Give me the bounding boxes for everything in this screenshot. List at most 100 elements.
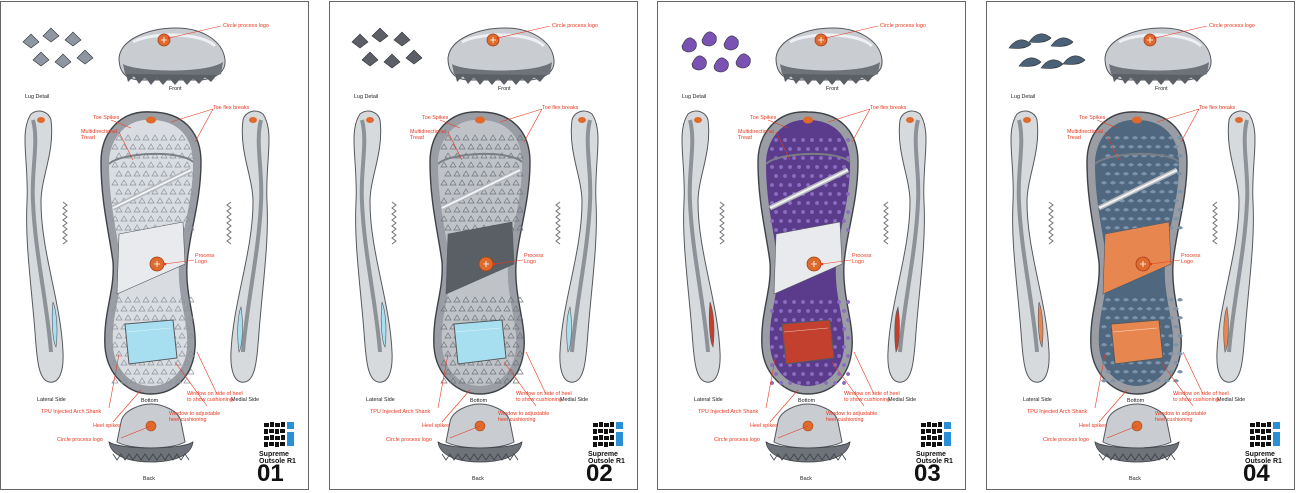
tread-lug <box>174 179 182 186</box>
lug-piece <box>405 49 423 65</box>
tread-lug <box>1150 208 1156 212</box>
tread-lug <box>1164 217 1170 221</box>
tread-lug <box>129 215 137 222</box>
tread-lug <box>133 314 141 321</box>
tread-lug <box>485 143 493 150</box>
callout-lines <box>765 25 879 439</box>
tread-lug <box>770 165 775 169</box>
tread-lug <box>1101 145 1107 149</box>
tread-lug <box>471 296 479 303</box>
tread-lug <box>1101 163 1107 167</box>
tread-lug <box>1110 217 1116 221</box>
tread-lug <box>774 228 779 232</box>
tread-lug <box>1123 298 1129 302</box>
lateral-side-label: Lateral Side <box>366 397 395 403</box>
tread-lug <box>801 372 806 376</box>
bottom-label: Bottom <box>470 398 488 404</box>
lug-piece <box>371 27 389 43</box>
lug-detail-label: Lug Detail <box>25 94 50 100</box>
tread-lug <box>449 161 457 168</box>
tread-lug <box>828 192 833 196</box>
tread-lug <box>1114 370 1120 374</box>
tread-lug <box>183 215 191 222</box>
tread-lug <box>792 300 797 304</box>
tread-lug <box>1105 190 1111 194</box>
tread-lug <box>1141 208 1147 212</box>
lug-piece <box>383 53 401 69</box>
tread-lug <box>165 305 173 312</box>
tread-lug <box>111 197 119 204</box>
tread-lug <box>476 377 484 384</box>
tread-lug <box>160 296 168 303</box>
tread-lug <box>833 363 838 367</box>
tread-lug <box>783 192 788 196</box>
bottom-label: Bottom <box>1127 398 1145 404</box>
callout-lines <box>1094 25 1208 439</box>
tread-lug <box>1141 136 1147 140</box>
tread-lug <box>819 138 824 142</box>
tread-lug <box>1177 316 1183 320</box>
tread-lug <box>165 359 173 366</box>
tread-lug <box>489 368 497 375</box>
front-label: Front <box>1155 86 1168 92</box>
tread-lug <box>165 377 173 384</box>
window-side-callout: Window on side of heel to show cushionin… <box>516 391 572 403</box>
tread-lug <box>156 377 164 384</box>
tread-lug <box>1101 343 1107 347</box>
tread-lug <box>489 152 497 159</box>
tread-lug <box>783 174 788 178</box>
tread-lug <box>801 156 806 160</box>
sheet-title: Supreme Outsole R1 <box>588 451 625 465</box>
tread-lug <box>444 188 452 195</box>
tread-lug <box>440 143 448 150</box>
tread-lug <box>174 323 182 330</box>
tread-lug <box>846 192 851 196</box>
tread-lug <box>1164 163 1170 167</box>
tread-lug <box>1155 307 1161 311</box>
tread-lug <box>1137 199 1143 203</box>
lateral-side-illustration <box>681 110 725 383</box>
tread-lug <box>115 170 123 177</box>
tread-lug <box>494 377 502 384</box>
tread-lug <box>774 372 779 376</box>
tread-lug <box>453 314 461 321</box>
tread-lug <box>471 134 479 141</box>
circle-logo-bottom-callout: Circle process logo <box>1043 437 1089 443</box>
tread-lug <box>453 296 461 303</box>
tread-lug <box>498 368 506 375</box>
tread-lug <box>770 309 775 313</box>
tread-lug <box>444 296 452 303</box>
window-side-callout: Window on side of heel to show cushionin… <box>187 391 243 403</box>
tread-lug <box>444 332 452 339</box>
brand-mark-icon <box>1249 420 1281 448</box>
tread-lug <box>111 305 119 312</box>
tread-lug <box>467 377 475 384</box>
tread-lug <box>160 368 168 375</box>
back-view-illustration <box>437 403 523 463</box>
tread-lug <box>516 314 524 321</box>
heel-spikes-callout: Heel spikes <box>93 423 121 429</box>
toe-flex-callout: Toe flex breaks <box>1199 105 1236 111</box>
sheet-title: Supreme Outsole R1 <box>916 451 953 465</box>
tread-lug <box>1168 298 1174 302</box>
tread-lug <box>480 314 488 321</box>
tread-lug <box>187 296 195 303</box>
tread-lug <box>1123 370 1129 374</box>
tread-lug <box>120 179 128 186</box>
multidirectional-callout: Multidirectional Tread <box>738 129 774 141</box>
tread-lug <box>494 143 502 150</box>
tread-lug <box>1159 316 1165 320</box>
lug-piece <box>32 51 50 67</box>
tread-lug <box>476 143 484 150</box>
tread-lug <box>837 318 842 322</box>
tread-lug <box>503 359 511 366</box>
toe-spikes-callout: Toe Spikes <box>1079 115 1106 121</box>
tread-lug <box>1114 208 1120 212</box>
tread-lug <box>174 197 182 204</box>
tread-lug <box>1137 217 1143 221</box>
tread-lug <box>801 318 806 322</box>
tread-lug <box>476 215 484 222</box>
tread-lug <box>1128 307 1134 311</box>
front-view-illustration <box>447 27 555 85</box>
tread-lug <box>1114 172 1120 176</box>
